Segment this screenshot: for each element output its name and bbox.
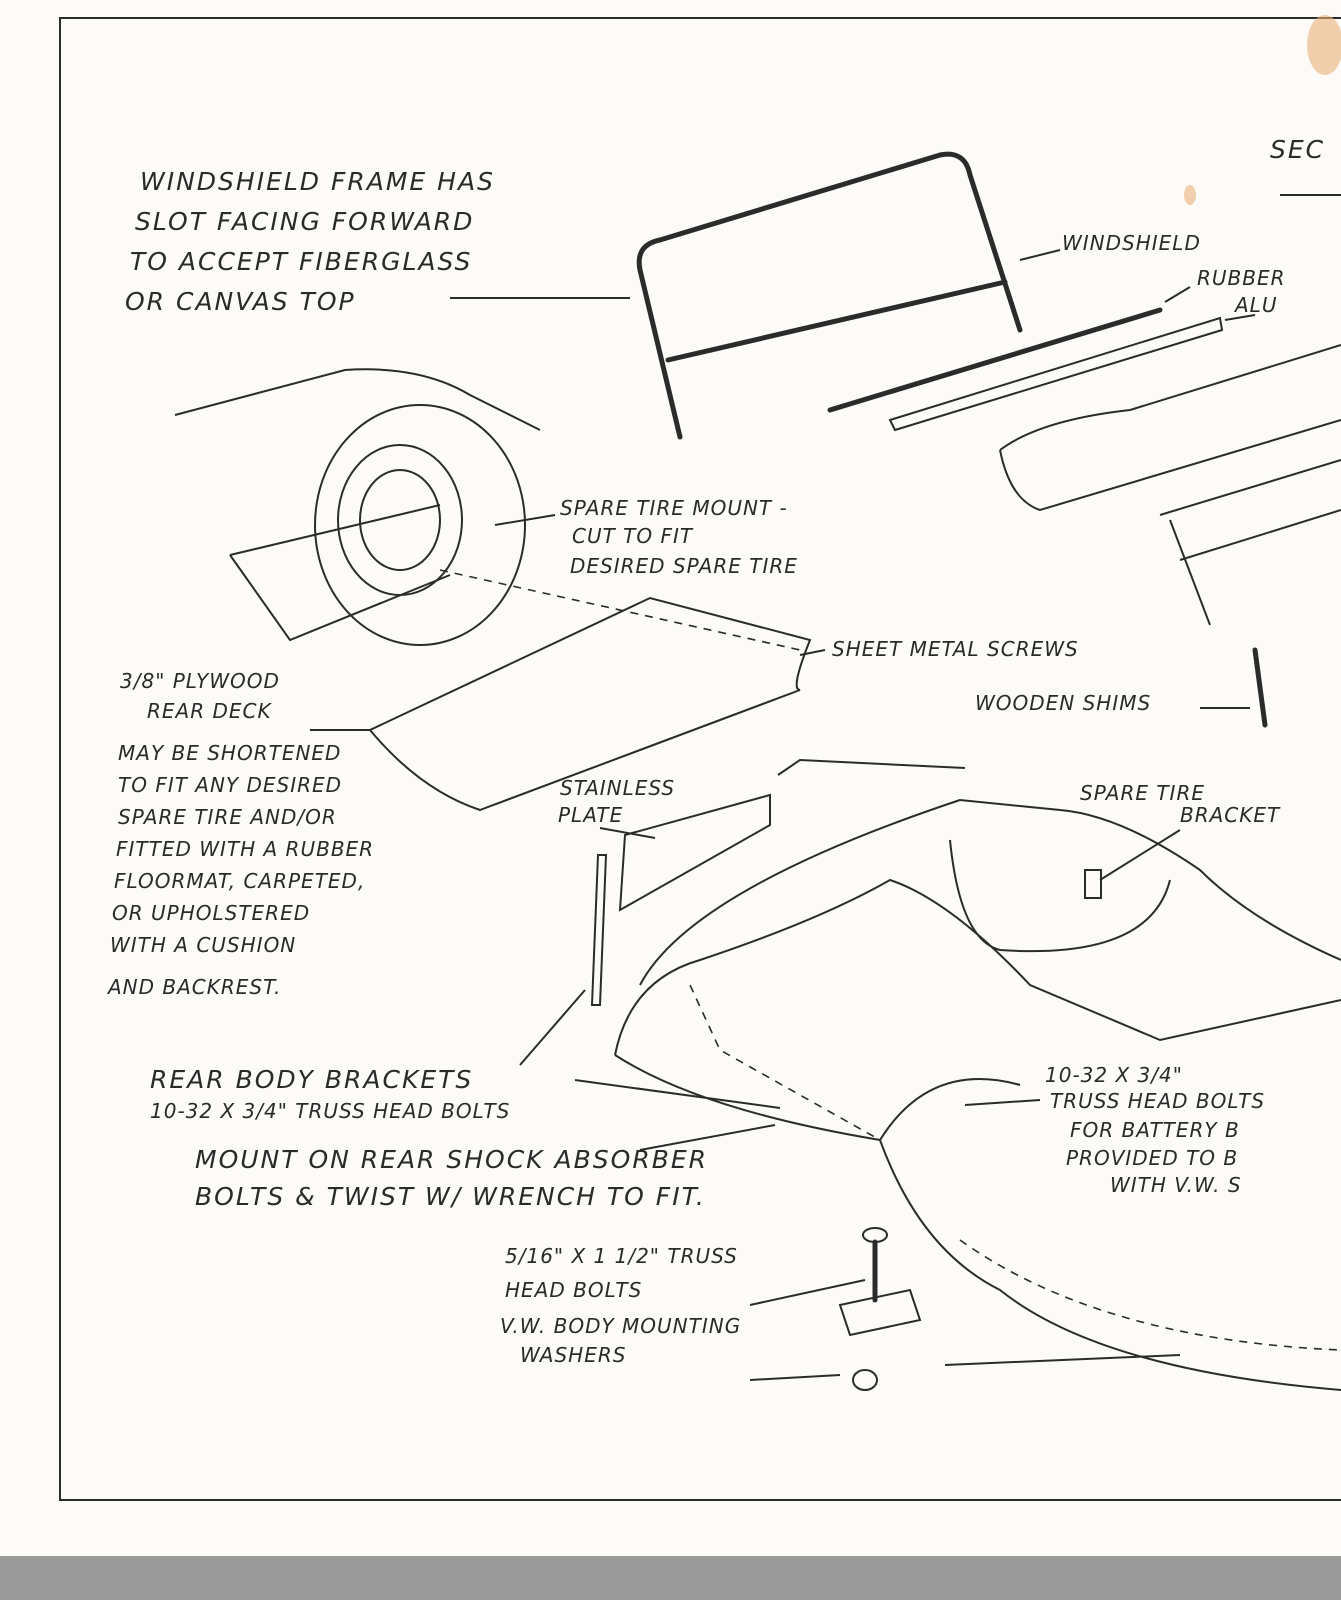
wooden-shims-label: WOODEN SHIMS [975, 691, 1151, 715]
deck-note-line: AND BACKREST. [106, 975, 281, 999]
aluminum-label: ALU [1233, 293, 1277, 317]
windshield-note-line: SLOT FACING FORWARD [135, 207, 474, 236]
deck-note-line: SPARE TIRE AND/OR [118, 805, 337, 829]
body-tub [614, 798, 1341, 1391]
spare-tire-mount-label: SPARE TIRE MOUNT - [560, 496, 788, 520]
truss-bolt-and-washer [838, 1227, 922, 1391]
seat-frame [1159, 459, 1341, 626]
spare-tire [314, 404, 526, 646]
dash-panel [999, 344, 1341, 512]
bracket-strip [777, 758, 966, 776]
spare-tire-bracket-label: SPARE TIRE [1080, 781, 1205, 805]
deck-note-line: WITH A CUSHION [110, 933, 296, 957]
wooden-shim [1252, 647, 1268, 728]
stain [1307, 15, 1341, 75]
rear-body-brackets-label: REAR BODY BRACKETS [150, 1065, 473, 1094]
washers-label: WASHERS [520, 1343, 626, 1367]
deck-note-line: OR UPHOLSTERED [112, 901, 310, 925]
plywood-label: REAR DECK [147, 699, 272, 723]
shock-mount-note: BOLTS & TWIST W/ WRENCH TO FIT. [195, 1182, 706, 1211]
drawing-border [59, 17, 1341, 1501]
plywood-label: 3/8" PLYWOOD [120, 669, 280, 693]
rear-fender [174, 368, 541, 431]
truss-bolts-label: HEAD BOLTS [505, 1278, 642, 1302]
spare-tire-bracket-part [1084, 869, 1102, 899]
washers-label: V.W. BODY MOUNTING [500, 1314, 741, 1338]
plywood-rear-deck [368, 596, 812, 812]
windshield-label: WINDSHIELD [1062, 231, 1201, 255]
rear-body-bracket [590, 854, 608, 1006]
battery-bolts-label: PROVIDED TO B [1066, 1146, 1238, 1170]
spare-tire-mount-label: DESIRED SPARE TIRE [570, 554, 798, 578]
rubber-strip [827, 307, 1163, 413]
sheet-metal-screws-label: SHEET METAL SCREWS [832, 637, 1079, 661]
stainless-plate-label: STAINLESS [560, 776, 675, 800]
deck-note-line: TO FIT ANY DESIRED [118, 773, 342, 797]
rubber-label: RUBBER [1197, 266, 1286, 290]
alignment-line [439, 569, 801, 651]
section-header: SEC [1270, 135, 1325, 164]
truss-bolts-label: 5/16" X 1 1/2" TRUSS [505, 1244, 738, 1268]
stainless-plate [618, 793, 771, 912]
rear-body-brackets-label: 10-32 X 3/4" TRUSS HEAD BOLTS [150, 1099, 510, 1123]
battery-bolts-label: WITH V.W. S [1110, 1173, 1242, 1197]
windshield-note-line: TO ACCEPT FIBERGLASS [130, 247, 472, 276]
leader-lines [310, 249, 1256, 1381]
tire-mount-plate [229, 504, 451, 642]
spare-tire-mount-label: CUT TO FIT [572, 524, 694, 548]
diagram-sheet [0, 0, 1341, 1560]
deck-note-line: FITTED WITH A RUBBER [116, 837, 374, 861]
windshield-note-line: OR CANVAS TOP [125, 287, 356, 316]
stain [1184, 185, 1196, 205]
shock-mount-note: MOUNT ON REAR SHOCK ABSORBER [195, 1145, 708, 1174]
battery-bolts-label: TRUSS HEAD BOLTS [1050, 1089, 1265, 1113]
spare-tire-bracket-label: BRACKET [1180, 803, 1281, 827]
stainless-plate-label: PLATE [558, 803, 623, 827]
aluminum-strip [888, 316, 1224, 432]
deck-note-line: FLOORMAT, CARPETED, [114, 869, 365, 893]
windshield-note-line: WINDSHIELD FRAME HAS [140, 167, 495, 196]
battery-bolts-label: 10-32 X 3/4" [1045, 1063, 1183, 1087]
bottom-scan-edge [0, 1556, 1341, 1600]
windshield-frame [636, 151, 1023, 440]
battery-bolts-label: FOR BATTERY B [1070, 1118, 1240, 1142]
deck-note-line: MAY BE SHORTENED [118, 741, 341, 765]
